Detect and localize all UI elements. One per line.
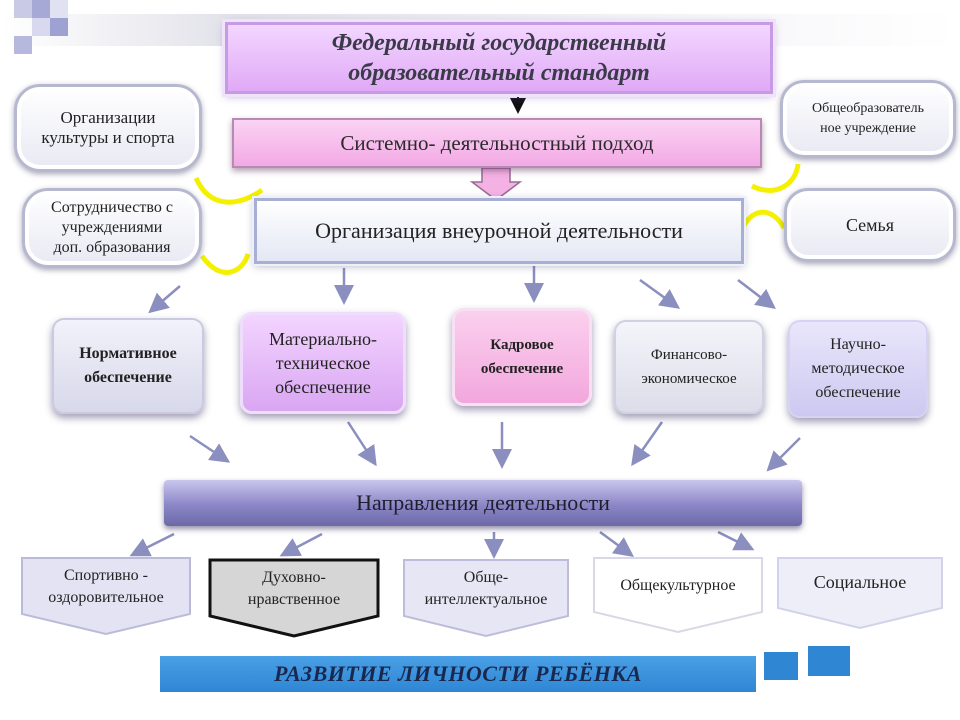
corner-square xyxy=(32,0,50,18)
arrow-to-resource xyxy=(737,279,776,310)
area-label: Духовно- нравственное xyxy=(247,569,341,609)
area-label: Общекультурное xyxy=(620,577,736,595)
partner-school: Общеобразователь ное учреждение xyxy=(780,80,956,158)
yellow-connector xyxy=(199,253,251,275)
area-sport-health: Спортивно - оздоровительное xyxy=(20,556,192,636)
decor-square xyxy=(808,646,850,676)
yellow-connector xyxy=(193,176,264,205)
area-label: Спортивно - оздоровительное xyxy=(48,567,164,607)
arrow-to-area xyxy=(129,532,175,557)
partner-family: Семья xyxy=(784,188,956,262)
area-social: Социальное xyxy=(776,556,944,630)
yellow-connector xyxy=(750,163,801,193)
yellow-connector xyxy=(737,209,787,235)
area-spiritual-moral: Духовно- нравственное xyxy=(208,558,380,638)
extracurricular-box: Организация внеурочной деятельности xyxy=(254,198,744,264)
arrow-to-area xyxy=(279,532,323,557)
area-label: Социальное xyxy=(813,572,907,593)
standard-title: Федеральный государственный образователь… xyxy=(225,22,773,94)
corner-square xyxy=(14,0,32,18)
outcome-banner: РАЗВИТИЕ ЛИЧНОСТИ РЕБЁНКА xyxy=(160,656,756,692)
arrow-to-directions xyxy=(766,437,801,472)
decor-square xyxy=(764,652,798,680)
directions-bar: Направления деятельности xyxy=(164,480,802,526)
partner-additional-education: Сотрудничество с учреждениями доп. образ… xyxy=(22,188,202,268)
arrow-to-resource xyxy=(148,285,181,314)
arrow-to-area xyxy=(717,530,755,551)
area-label: Обще- интеллектуальное xyxy=(424,569,548,609)
resource-material: Материально- техническое обеспечение xyxy=(240,312,406,414)
corner-square xyxy=(32,18,50,36)
resource-normative: Нормативное обеспечение xyxy=(52,318,204,414)
resource-staff: Кадровое обеспечение xyxy=(452,308,592,406)
area-intellectual: Обще- интеллектуальное xyxy=(402,558,570,638)
corner-square xyxy=(14,36,32,54)
partner-culture-sport: Организации культуры и спорта xyxy=(14,84,202,172)
arrow-to-directions xyxy=(346,421,377,467)
arrow-to-directions xyxy=(631,421,664,467)
approach-box: Системно- деятельностный подход xyxy=(232,118,762,168)
corner-square xyxy=(50,18,68,36)
area-cultural: Общекультурное xyxy=(592,556,764,634)
resource-financial: Финансово- экономическое xyxy=(614,320,764,414)
arrow-to-resource xyxy=(639,278,681,309)
arrow-approach-extracurricular xyxy=(469,167,523,201)
resource-methodical: Научно- методическое обеспечение xyxy=(788,320,928,418)
arrow-to-area xyxy=(599,530,635,557)
arrow-to-directions xyxy=(189,434,231,463)
corner-square xyxy=(50,0,68,18)
